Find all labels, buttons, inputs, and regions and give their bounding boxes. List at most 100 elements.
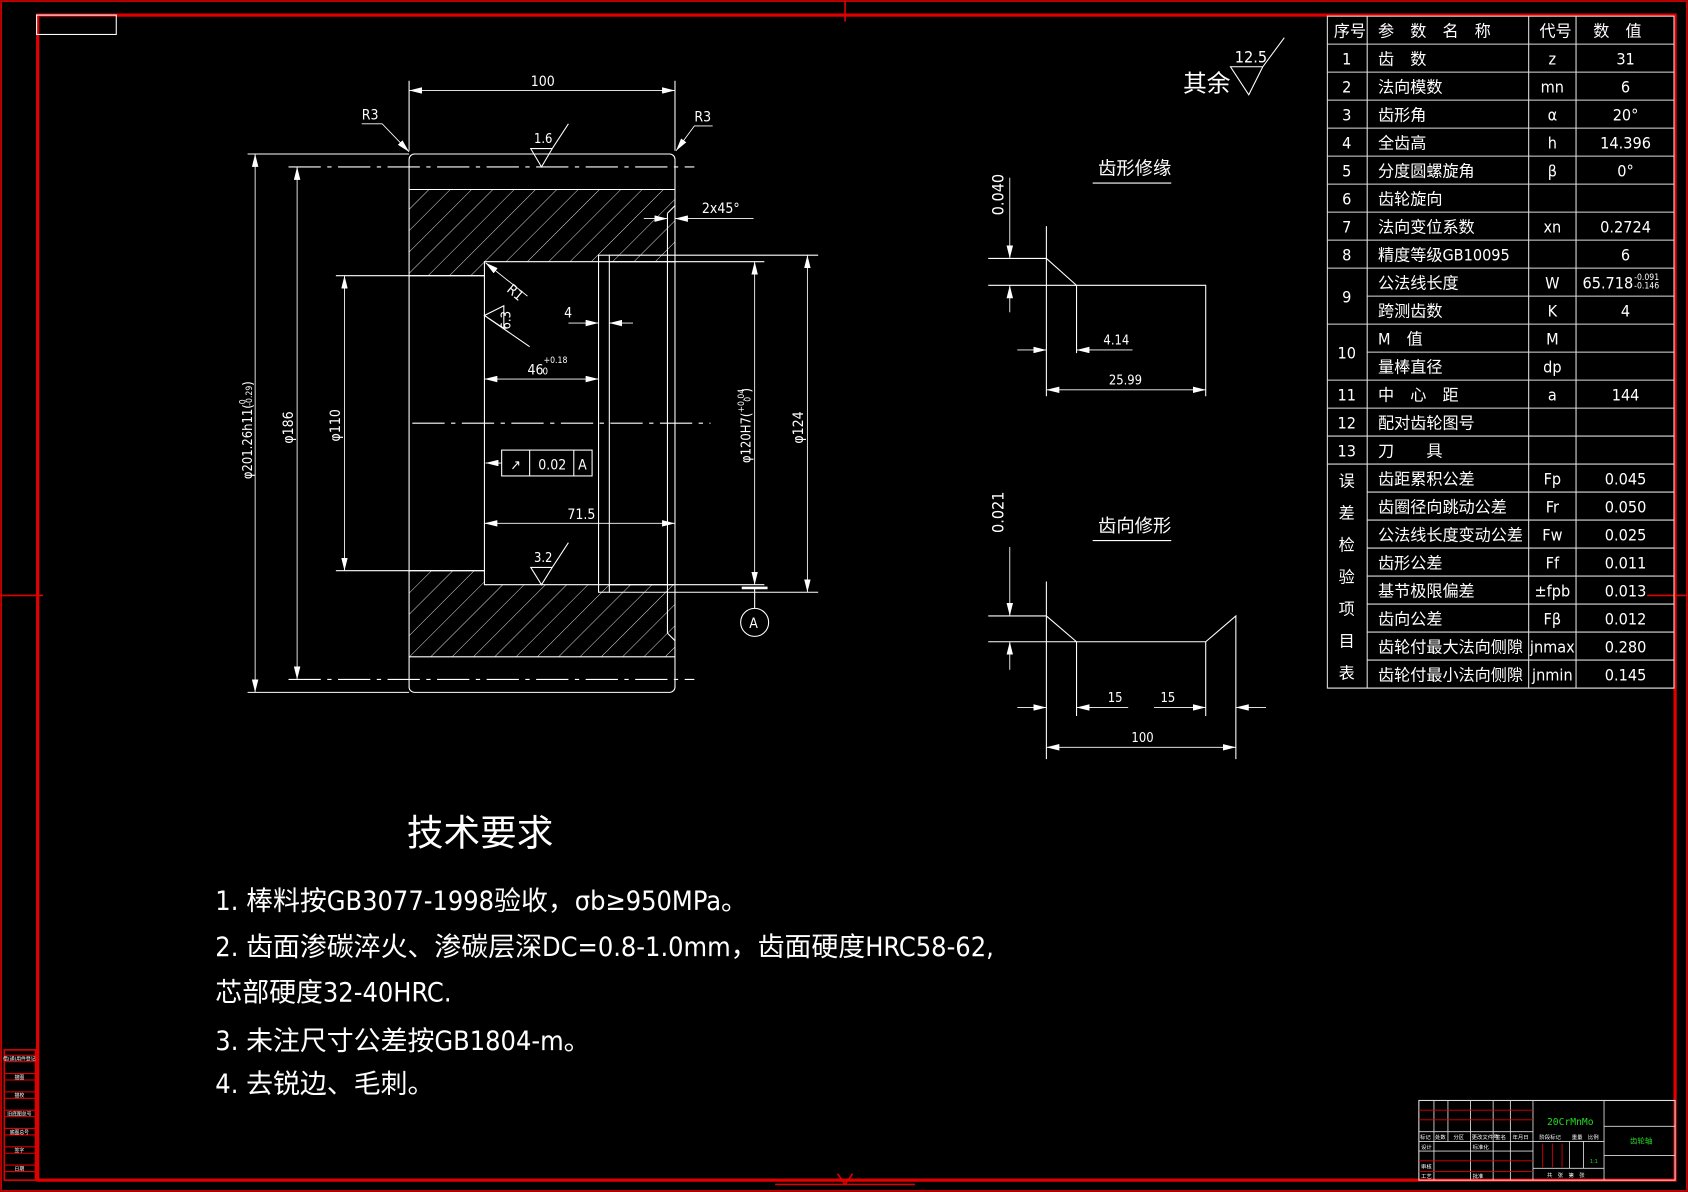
radius-right-label: R3 xyxy=(694,110,711,126)
param-name: 跨测齿数 xyxy=(1378,302,1442,321)
length-715-dim: 71.5 xyxy=(567,507,595,523)
title-block: 20CrMnMo 齿轮轴 1:1 标记 处数 分区 更改文件号 签名 年月日 设… xyxy=(1418,1099,1676,1181)
param-value: 0.011 xyxy=(1605,554,1647,573)
row-number: 13 xyxy=(1338,442,1356,461)
param-name: 齿形公差 xyxy=(1378,554,1442,573)
row-number: 5 xyxy=(1342,162,1351,181)
param-value: 0.2724 xyxy=(1600,218,1651,237)
param-name: 齿 数 xyxy=(1378,50,1426,69)
param-name: 公法线长度变动公差 xyxy=(1378,526,1523,545)
roughness-rest-value: 12.5 xyxy=(1235,47,1267,66)
tb-label: 审核 xyxy=(1421,1162,1432,1170)
profile-mod-long: 25.99 xyxy=(1109,373,1142,388)
roughness-top: 1.6 xyxy=(534,132,552,147)
roughness-face: 6.3 xyxy=(499,311,514,329)
param-symbol: xn xyxy=(1543,218,1561,237)
param-value: 0.280 xyxy=(1605,638,1647,657)
param-symbol: β xyxy=(1548,162,1557,181)
row-number: 8 xyxy=(1342,246,1351,265)
param-name: 齿向公差 xyxy=(1378,610,1442,629)
tb-label: 标准化 xyxy=(1473,1143,1490,1151)
side-stamp-label: 底图总号 xyxy=(10,1129,29,1136)
width-dim: 100 xyxy=(531,74,555,90)
row-number: 4 xyxy=(1342,134,1351,153)
param-value: 0.050 xyxy=(1605,498,1647,517)
tb-label: 更改文件号 xyxy=(1472,1133,1499,1141)
tb-label: 阶段标记 xyxy=(1539,1133,1561,1141)
row-number: 9 xyxy=(1342,288,1351,307)
param-name: 刀 具 xyxy=(1378,442,1442,461)
group-label-char: 表 xyxy=(1339,664,1355,683)
param-name: 基节极限偏差 xyxy=(1378,582,1475,601)
param-value: 0.145 xyxy=(1605,666,1647,685)
param-name: 齿轮付最小法向侧隙 xyxy=(1378,666,1523,685)
part-name-label: 齿轮轴 xyxy=(1630,1136,1653,1146)
gear-section-view: 100 R3 R3 1.6 2x45° R1 6.3 4 46 +0.18 0 … xyxy=(238,74,819,693)
tb-label: 比例 xyxy=(1588,1133,1599,1141)
tb-label: 批准 xyxy=(1473,1172,1484,1180)
lead-mod-height: 0.021 xyxy=(988,491,1007,533)
tb-label: 重量 xyxy=(1572,1133,1583,1141)
scale-value: 1:1 xyxy=(1590,1159,1598,1165)
side-stamp-label: 描校 xyxy=(15,1092,25,1099)
param-name: 全齿高 xyxy=(1378,134,1426,153)
row-number: 12 xyxy=(1338,414,1356,433)
material-label: 20CrMnMo xyxy=(1547,1117,1594,1128)
chamfer-label: 2x45° xyxy=(702,201,740,217)
lead-mod-total: 100 xyxy=(1131,731,1153,746)
param-name: 配对齿轮图号 xyxy=(1378,414,1475,433)
roughness-bore: 3.2 xyxy=(534,551,552,566)
tech-item: 1. 棒料按GB3077-1998验收，σb≥950MPa。 xyxy=(215,886,748,917)
param-symbol: jnmax xyxy=(1529,638,1575,657)
param-value: 0.025 xyxy=(1605,526,1647,545)
row-number: 11 xyxy=(1338,386,1356,405)
top-left-code-box xyxy=(36,14,117,35)
param-symbol: Fβ xyxy=(1544,610,1562,629)
table-header: 数 值 xyxy=(1593,22,1641,41)
technical-requirements: 技术要求 1. 棒料按GB3077-1998验收，σb≥950MPa。 2. 齿… xyxy=(215,811,993,1100)
hatch-top xyxy=(409,189,675,262)
table-header: 序号 xyxy=(1334,22,1366,41)
param-symbol: jnmin xyxy=(1531,666,1573,685)
group-label-char: 项 xyxy=(1339,600,1355,619)
group-label-char: 验 xyxy=(1339,568,1355,587)
side-stamp-label: 借(通)用件登记 xyxy=(3,1056,36,1063)
profile-mod-short: 4.14 xyxy=(1103,334,1129,349)
param-value: 144 xyxy=(1612,386,1640,405)
group-label-char: 差 xyxy=(1339,504,1355,523)
side-stamp-label: 签字 xyxy=(15,1147,25,1154)
param-name: 法向模数 xyxy=(1378,78,1442,97)
tb-label: 标记 xyxy=(1420,1133,1431,1141)
side-stamp-label: 描图 xyxy=(15,1074,25,1081)
param-symbol: Fr xyxy=(1546,498,1559,517)
tb-label: 共 张 第 张 xyxy=(1547,1171,1585,1179)
radius-left-label: R3 xyxy=(362,108,379,124)
param-value: 0.013 xyxy=(1605,582,1647,601)
tb-label: 签名 xyxy=(1495,1133,1506,1141)
param-tol-lower: -0.146 xyxy=(1634,282,1659,292)
profile-mod-title: 齿形修缘 xyxy=(1098,158,1171,179)
param-value: 65.718 xyxy=(1583,274,1634,293)
runout-datum: A xyxy=(578,457,587,473)
radius-inner-label: R1 xyxy=(503,282,526,305)
param-name: 齿轮旋向 xyxy=(1378,190,1442,209)
tech-title: 技术要求 xyxy=(407,811,553,854)
roughness-rest-label: 其余 xyxy=(1183,70,1231,98)
tech-item: 4. 去锐边、毛刺。 xyxy=(215,1069,434,1100)
datum-a-circle xyxy=(740,607,770,637)
tb-label: 设计 xyxy=(1421,1143,1432,1151)
tech-item: 芯部硬度32-40HRC. xyxy=(215,977,451,1008)
roughness-rest: 其余 12.5 xyxy=(1183,37,1285,98)
group-label-char: 误 xyxy=(1339,472,1355,491)
param-name: 齿形角 xyxy=(1378,106,1426,125)
datum-a-label: A xyxy=(749,616,758,632)
depth-46-tol-lower: 0 xyxy=(543,367,549,378)
lead-mod-right: 15 xyxy=(1161,691,1176,706)
tb-label: 处数 xyxy=(1435,1133,1446,1141)
tb-label: 分区 xyxy=(1453,1133,1464,1141)
side-stamp-label: 日期 xyxy=(15,1166,25,1172)
profile-mod-height: 0.040 xyxy=(988,174,1007,216)
param-symbol: M xyxy=(1546,330,1559,349)
